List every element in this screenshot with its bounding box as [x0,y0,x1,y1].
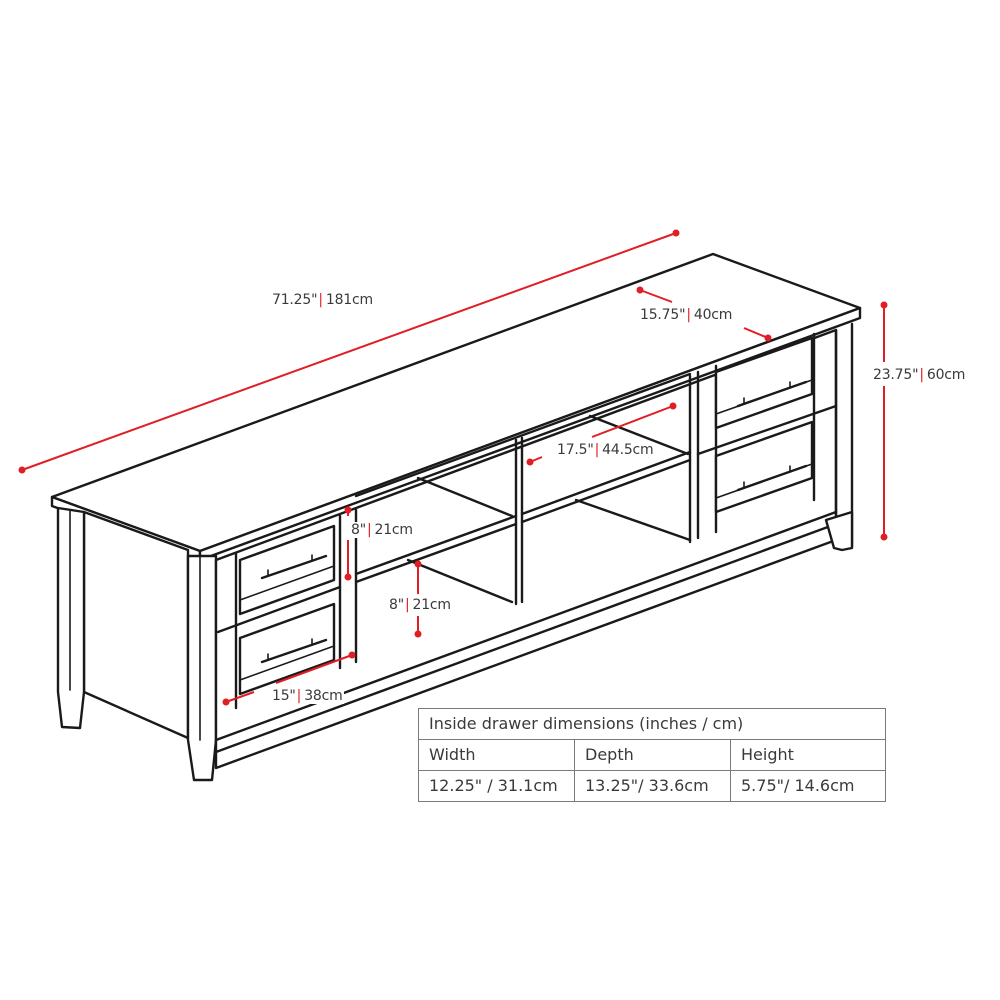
height-cm: 60cm [926,367,966,383]
cell-height: 5.75"/ 14.6cm [730,770,886,802]
left-side-panel [56,506,218,782]
drawer-width-cm: 38cm [304,688,343,704]
table-row: 12.25" / 31.1cm 13.25"/ 33.6cm 5.75"/ 14… [418,770,886,802]
lower-shelf-inches: 8" [389,597,404,613]
shelf-depth-inches: 17.5" [557,442,594,458]
drawer-handle [736,380,808,408]
upper-shelf-cm: 21cm [374,522,413,538]
height-inches: 23.75" [873,367,919,383]
upper-shelf-inches: 8" [351,522,366,538]
inside-drawer-dimensions-table: Inside drawer dimensions (inches / cm) W… [418,708,886,802]
overall-width-label: 71.25"|181cm [271,292,374,308]
left-drawer-stack [216,508,358,710]
open-shelving [354,372,692,606]
header-width: Width [418,739,575,771]
upper-shelf-height-label: 8"|21cm [350,522,414,538]
shelf-depth-cm: 44.5cm [602,442,654,458]
table-header-row: Width Depth Height [418,739,886,771]
header-depth: Depth [574,739,731,771]
drawer-width-inches: 15" [272,688,296,704]
overall-depth-label: 15.75"|40cm [639,307,734,323]
header-height: Height [730,739,886,771]
drawer-handle [260,638,328,664]
drawer-handle [260,554,328,580]
lower-shelf-cm: 21cm [412,597,451,613]
depth-inches: 15.75" [640,307,686,323]
cell-width: 12.25" / 31.1cm [418,770,575,802]
depth-cm: 40cm [693,307,733,323]
lower-shelf-height-label: 8"|21cm [388,597,452,613]
right-side [824,322,854,552]
table-caption-row: Inside drawer dimensions (inches / cm) [418,708,886,740]
right-drawer-stack [688,332,838,544]
width-cm: 181cm [325,292,373,308]
drawer-handle [736,464,808,492]
cell-depth: 13.25"/ 33.6cm [574,770,731,802]
width-inches: 71.25" [272,292,318,308]
table-caption: Inside drawer dimensions (inches / cm) [418,708,886,740]
overall-height-label: 23.75"|60cm [872,367,967,383]
dimension-lines [18,229,888,706]
drawer-front-width-label: 15"|38cm [271,688,344,704]
shelf-depth-label: 17.5"|44.5cm [556,442,655,458]
